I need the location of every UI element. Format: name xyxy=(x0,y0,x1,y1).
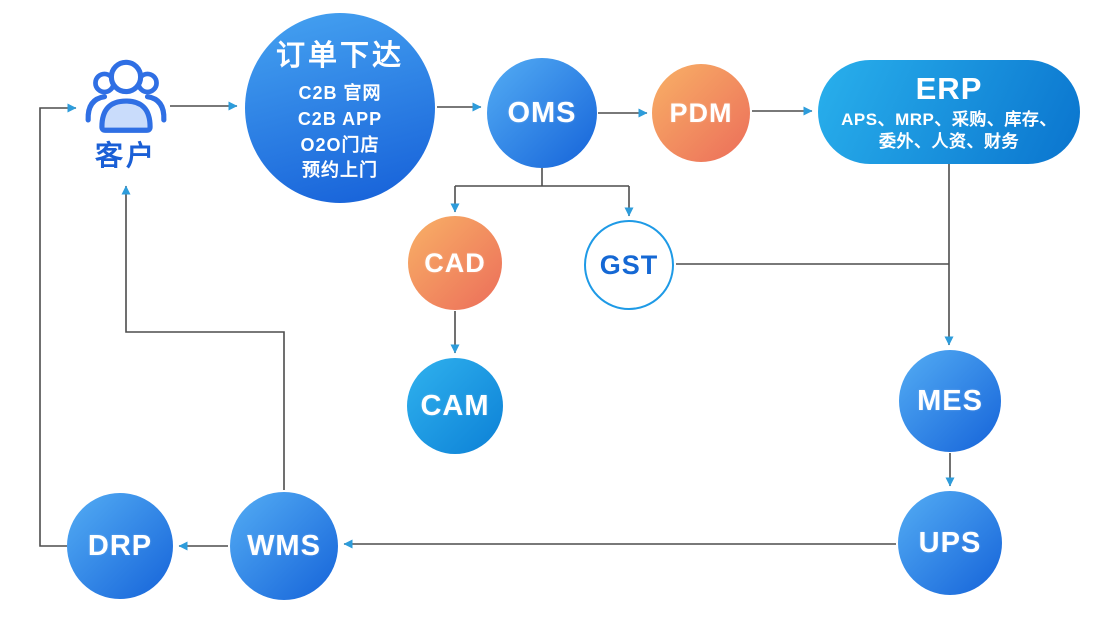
node-pdm: PDM xyxy=(652,64,750,162)
node-mes: MES xyxy=(899,350,1001,452)
order-channel-o2o-store: O2O门店 xyxy=(300,134,380,155)
order-title: 订单下达 xyxy=(275,40,404,73)
erp-modules-line2: 委外、人资、财务 xyxy=(879,132,1019,151)
connector-drp-to-customer xyxy=(39,103,77,547)
node-gst: GST xyxy=(584,220,674,310)
node-customer: 客户 xyxy=(80,56,172,174)
order-channel-c2b-app: C2B APP xyxy=(297,108,383,129)
erp-modules-line1: APS、MRP、采购、库存、 xyxy=(841,109,1057,129)
node-order: 订单下达 C2B 官网 C2B APP O2O门店 预约上门 xyxy=(245,13,435,203)
order-channel-c2b-web: C2B 官网 xyxy=(298,83,382,104)
connector-wms-to-customer xyxy=(121,185,285,490)
erp-title: ERP xyxy=(915,70,983,106)
node-ups: UPS xyxy=(898,491,1002,595)
pdm-label: PDM xyxy=(669,97,733,128)
node-oms: OMS xyxy=(487,58,597,168)
node-erp: ERP APS、MRP、采购、库存、 委外、人资、财务 xyxy=(818,60,1080,164)
oms-label: OMS xyxy=(507,96,577,129)
customer-label: 客户 xyxy=(94,140,157,171)
mes-label: MES xyxy=(917,384,983,417)
node-wms: WMS xyxy=(230,492,338,600)
node-drp: DRP xyxy=(67,493,173,599)
drp-label: DRP xyxy=(87,529,153,562)
cad-label: CAD xyxy=(424,247,486,278)
gst-label: GST xyxy=(599,249,659,280)
node-cad: CAD xyxy=(408,216,502,310)
wms-label: WMS xyxy=(247,529,321,562)
order-channel-appointment: 预约上门 xyxy=(302,160,378,181)
ups-label: UPS xyxy=(918,526,982,559)
node-cam: CAM xyxy=(407,358,503,454)
customers-icon xyxy=(85,59,167,133)
cam-label: CAM xyxy=(420,389,490,422)
